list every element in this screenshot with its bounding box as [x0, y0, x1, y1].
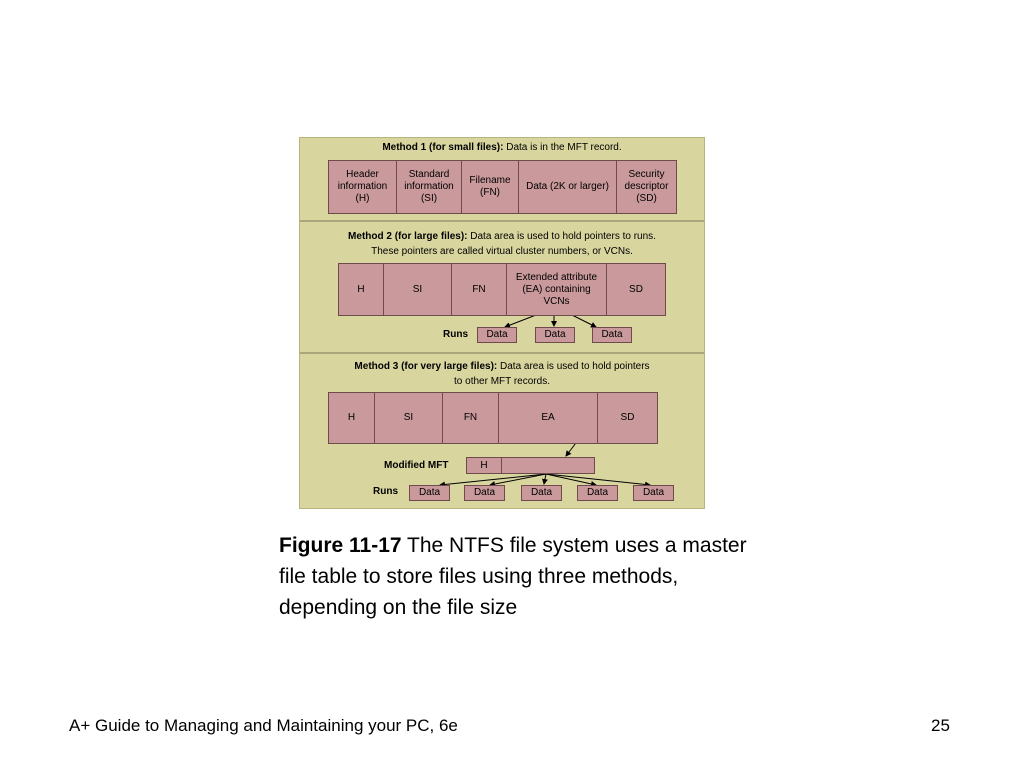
method1-cell-header: Header information (H)	[329, 161, 397, 213]
method1-cell-data: Data (2K or larger)	[519, 161, 617, 213]
page-number: 25	[931, 716, 950, 735]
method3-run-data-2: Data	[464, 485, 505, 501]
method1-cell-filename: Filename (FN)	[462, 161, 519, 213]
method2-cell-h: H	[339, 264, 384, 315]
method1-title: Method 1 (for small files): Data is in t…	[382, 142, 622, 153]
method3-runs-label: Runs	[373, 486, 398, 497]
method3-run-data-4: Data	[577, 485, 618, 501]
method2-title: Method 2 (for large files): Data area is…	[348, 231, 656, 242]
method3-run-data-5: Data	[633, 485, 674, 501]
method2-run-data-1: Data	[477, 327, 517, 343]
method1-record: Header information (H) Standard informat…	[328, 160, 677, 214]
method2-cell-si: SI	[384, 264, 452, 315]
method2-cell-sd: SD	[629, 283, 643, 295]
method3-cell-ea: EA	[499, 393, 598, 443]
ntfs-figure: Method 1 (for small files): Data is in t…	[299, 137, 705, 509]
method3-cell-si: SI	[375, 393, 443, 443]
modified-mft-cell-empty	[502, 458, 594, 473]
method2-cell-ea: Extended attribute (EA) containing VCNs	[507, 264, 607, 315]
method3-title: Method 3 (for very large files): Data ar…	[354, 361, 650, 372]
method3-run-data-1: Data	[409, 485, 450, 501]
method2-run-data-3: Data	[592, 327, 632, 343]
divider	[300, 220, 704, 222]
caption-label: Figure 11-17	[279, 534, 402, 557]
method1-cell-security: Security descriptor (SD)	[624, 169, 669, 204]
method2-run-data-2: Data	[535, 327, 575, 343]
method3-cell-fn: FN	[443, 393, 499, 443]
method2-subtitle: These pointers are called virtual cluste…	[371, 246, 633, 257]
method1-cell-standard-info: Standard information (SI)	[397, 161, 462, 213]
caption-text: The NTFS file system uses a master file …	[279, 534, 747, 619]
method3-cell-h: H	[329, 393, 375, 443]
method2-cell-fn: FN	[452, 264, 507, 315]
method3-run-data-3: Data	[521, 485, 562, 501]
divider	[300, 352, 704, 354]
method2-runs-label: Runs	[443, 329, 468, 340]
footer-book-title: A+ Guide to Managing and Maintaining you…	[69, 716, 458, 735]
figure-caption: Figure 11-17 The NTFS file system uses a…	[279, 530, 779, 623]
modified-mft-record: H	[466, 457, 595, 474]
method3-cell-sd: SD	[620, 412, 635, 423]
method3-subtitle: to other MFT records.	[454, 376, 550, 387]
modified-mft-cell-h: H	[467, 458, 502, 473]
method3-record: H SI FN EA SD	[328, 392, 658, 444]
modified-mft-label: Modified MFT	[384, 460, 449, 471]
method2-record: H SI FN Extended attribute (EA) containi…	[338, 263, 666, 316]
